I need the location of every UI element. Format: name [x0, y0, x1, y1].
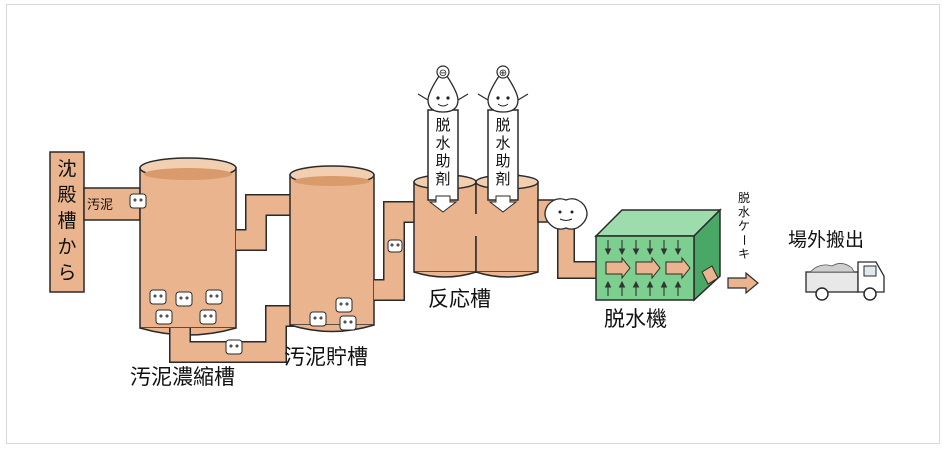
particle-thickener-5	[199, 309, 217, 325]
dewatering-agent-feed-2: 脱 水 助 剤 ⊕	[477, 65, 529, 213]
reaction-bottom	[413, 271, 539, 278]
agent1-eye-right	[446, 96, 450, 100]
sludge-flow-arrows	[605, 256, 691, 280]
pipe-dehydrator-fill	[558, 228, 596, 278]
from-settling-char-4: ら	[57, 262, 76, 284]
agent1-mouth	[437, 103, 449, 107]
pipe-upper-fill	[236, 195, 292, 250]
particle-storage-1	[335, 297, 353, 313]
cake-chunk	[701, 265, 719, 285]
agent1-down-arrow-icon	[428, 195, 458, 213]
agent1-sign-circle	[436, 65, 450, 79]
particle-thickener-2	[175, 291, 193, 307]
sludge-thickener-tank	[139, 157, 237, 336]
thickener-label: 汚泥濃縮槽	[130, 365, 235, 389]
agent2-char-3: 剤	[495, 170, 510, 188]
agent1-droplet-icon	[427, 68, 459, 113]
agent1-char-0: 脱	[435, 116, 450, 134]
agent2-droplet-icon	[487, 68, 519, 113]
agent2-char-0: 脱	[495, 116, 510, 134]
particle-storage-2	[309, 311, 327, 327]
sludge-storage-tank	[289, 165, 375, 333]
pressure-arrows	[604, 240, 682, 296]
offsite-label: 場外搬出	[788, 229, 864, 251]
dehydrator-machine	[594, 208, 722, 302]
storage-label: 汚泥貯槽	[284, 345, 368, 369]
cake-char-3: ー	[737, 234, 751, 246]
pipe-reaction-to-dehydrator	[544, 198, 596, 279]
agent2-arms	[477, 93, 529, 101]
cake-char-0: 脱	[738, 190, 750, 205]
storage-bottom	[289, 324, 375, 333]
diagram-frame	[6, 4, 940, 444]
agent2-eye-right	[506, 96, 510, 100]
agent2-mouth	[497, 103, 509, 107]
agent2-sign: ⊕	[499, 68, 507, 79]
agent1-char-1: 水	[435, 134, 450, 152]
particle-pipe-2	[387, 239, 403, 253]
pipe-bottom-fill	[170, 306, 296, 362]
pipe-thickener-to-storage	[169, 194, 296, 363]
storage-surface	[294, 176, 370, 186]
cake-char-1: 水	[738, 205, 750, 219]
agent2-char-2: 助	[495, 152, 510, 170]
agent2-down-arrow-icon	[488, 195, 518, 213]
from-settling-char-1: 殿	[57, 184, 76, 206]
agent1-char-2: 助	[435, 152, 450, 170]
thickener-surface	[144, 168, 232, 180]
dewatered-cake-output: 脱 水 ケ ー キ	[701, 190, 759, 295]
truck-icon	[805, 261, 885, 301]
agent-column-1	[427, 109, 459, 201]
cake-arrow-icon	[727, 271, 759, 295]
particle-thickener-3	[205, 289, 223, 305]
particle-pipe-1	[225, 339, 243, 355]
sludge-tag: 汚泥	[87, 198, 113, 213]
agent2-char-1: 水	[495, 134, 510, 152]
agent2-eye-left	[496, 96, 500, 100]
storage-body	[289, 174, 375, 326]
agent1-sign: ⊖	[439, 68, 447, 79]
agent1-char-3: 剤	[435, 170, 450, 188]
particle-thickener-4	[155, 309, 173, 325]
from-settling-char-0: 沈	[57, 158, 76, 180]
sludge-particles	[129, 193, 403, 355]
dewatering-agent-feed-1: 脱 水 助 剤 ⊖	[417, 65, 469, 213]
floc-character-icon	[544, 198, 588, 230]
reaction-join	[462, 214, 490, 236]
particle-thickener-6	[129, 193, 147, 209]
reaction-label: 反応槽	[428, 287, 491, 311]
agent1-eye-left	[436, 96, 440, 100]
inflow-pipe-vertical	[49, 151, 85, 293]
cake-char-2: ケ	[738, 219, 750, 233]
from-settling-char-2: 槽	[57, 210, 76, 232]
particle-thickener-1	[149, 289, 167, 305]
from-settling-char-3: か	[57, 236, 76, 258]
inflow-from-settling: 沈 殿 槽 か ら 汚泥	[49, 151, 141, 293]
agent2-sign-circle	[496, 65, 510, 79]
cake-char-4: キ	[738, 247, 750, 261]
dehydrator-label: 脱水機	[604, 307, 667, 331]
agent1-arms	[417, 93, 469, 101]
particle-storage-3	[339, 315, 357, 331]
